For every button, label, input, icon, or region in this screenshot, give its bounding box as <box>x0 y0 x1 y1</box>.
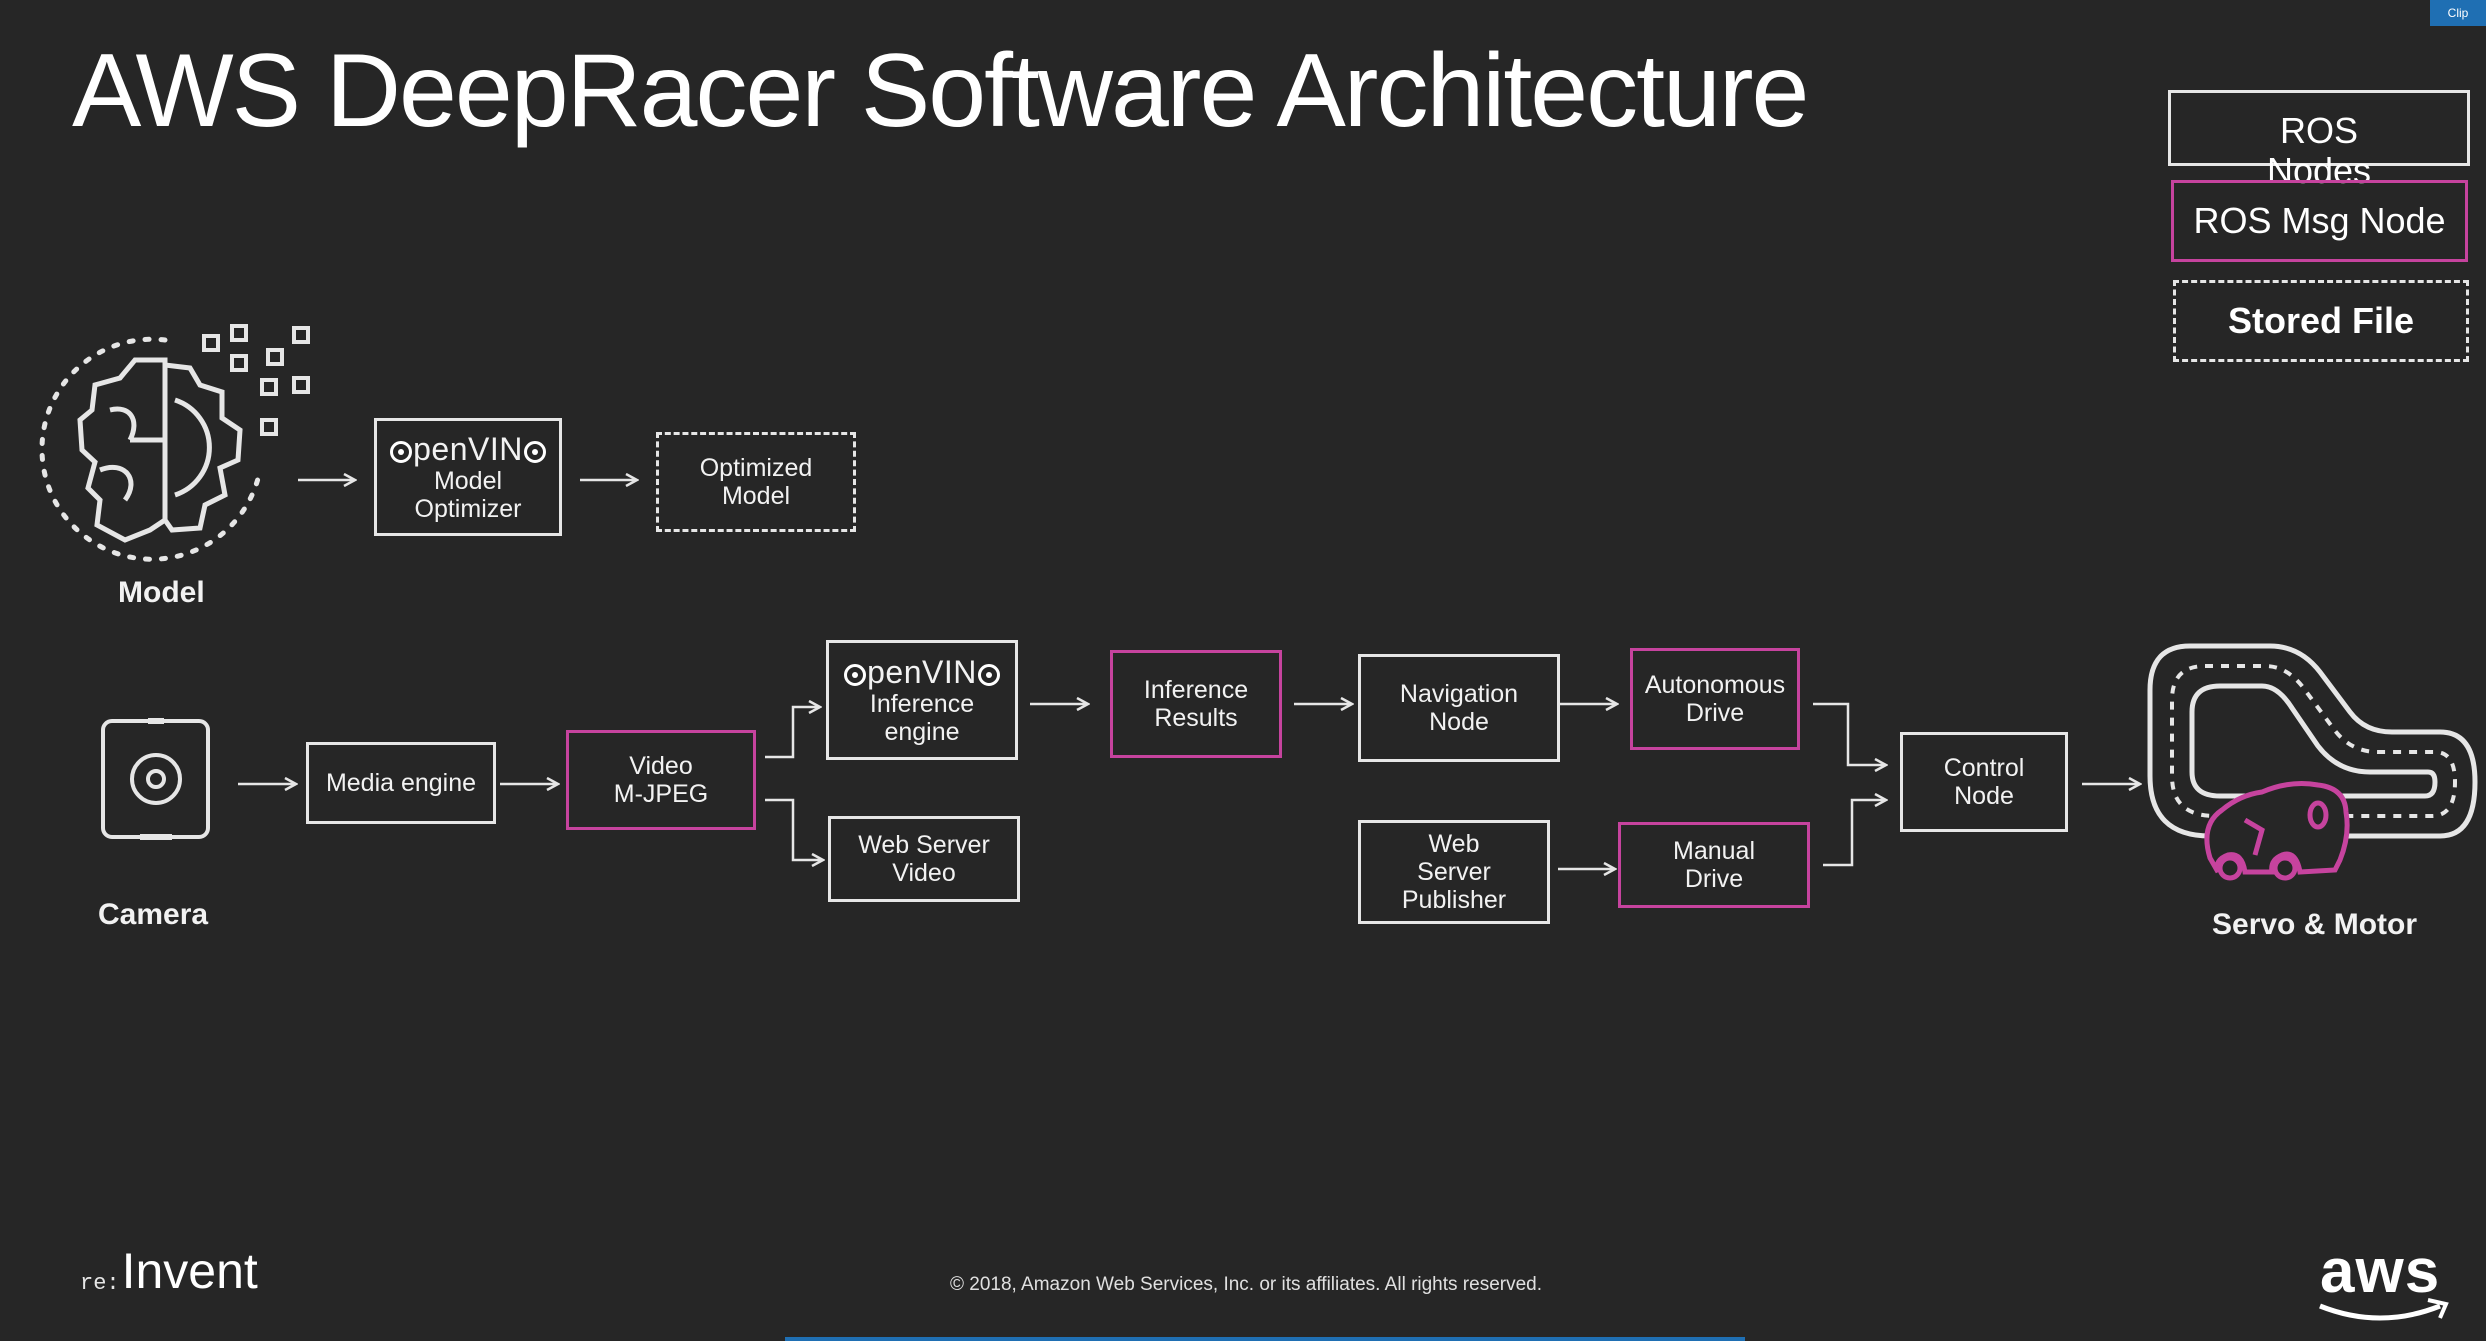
control-node-label: Control Node <box>1943 754 2025 810</box>
legend-ros-msg-node: ROS Msg Node <box>2171 180 2468 262</box>
model-optimizer-label: Model Optimizer <box>414 467 522 523</box>
arrow-video-to-webserver <box>765 798 823 860</box>
optimized-model-file: Optimized Model <box>656 432 856 532</box>
inference-results-msg: Inference Results <box>1110 650 1282 758</box>
mjpeg-label: M-JPEG <box>613 780 709 808</box>
aws-logo-text: aws <box>2320 1237 2441 1306</box>
legend-ros-msg-label: ROS Msg Node <box>2193 200 2446 241</box>
clip-button[interactable]: Clip <box>2430 0 2486 26</box>
reinvent-prefix: re: <box>80 1271 120 1296</box>
camera-icon <box>101 718 210 840</box>
aws-smile-arrow-icon <box>2427 1298 2449 1319</box>
openvino-inference-logo-text: penVIN <box>867 654 977 690</box>
video-label: Video <box>629 752 693 780</box>
arrow-video-to-inference <box>765 707 820 759</box>
legend-stored-file: Stored File <box>2173 280 2469 362</box>
servo-motor-label: Servo & Motor <box>2212 908 2418 941</box>
navigation-node: Navigation Node <box>1358 654 1560 762</box>
race-track-icon <box>2147 643 2478 839</box>
copyright-text: © 2018, Amazon Web Services, Inc. or its… <box>950 1274 1543 1295</box>
model-label: Model <box>118 576 205 609</box>
camera-label: Camera <box>98 898 209 931</box>
web-server-publisher-label: Web Server Publisher <box>1401 830 1507 914</box>
manual-drive-msg: Manual Drive <box>1618 822 1810 908</box>
openvino-logo: penVIN <box>390 431 546 467</box>
navigation-node-label: Navigation Node <box>1399 680 1519 736</box>
slide-progress-bar <box>785 1337 1745 1341</box>
media-engine-node: Media engine <box>306 742 496 824</box>
inference-engine-label: Inference engine <box>869 690 975 746</box>
reinvent-logo: re: Invent <box>80 1246 258 1296</box>
web-server-video-label: Web Server Video <box>858 831 990 887</box>
optimized-model-label: Optimized Model <box>699 454 813 510</box>
reinvent-text: Invent <box>121 1243 258 1299</box>
aws-logo: aws <box>2320 1236 2440 1307</box>
openvino-logo-inference: penVIN <box>844 654 1000 690</box>
web-server-publisher-node: Web Server Publisher <box>1358 820 1550 924</box>
autonomous-drive-label: Autonomous Drive <box>1644 671 1786 727</box>
openvino-model-optimizer: penVIN Model Optimizer <box>374 418 562 536</box>
legend-ros-nodes: ROS Nodes <box>2168 90 2470 191</box>
web-server-video-node: Web Server Video <box>828 816 1020 902</box>
video-mjpeg-msg: Video M-JPEG <box>566 730 756 830</box>
car-icon <box>2204 781 2350 881</box>
arrow-manual-to-control <box>1823 800 1886 867</box>
slide-title: AWS DeepRacer Software Architecture <box>72 33 1809 149</box>
media-engine-label: Media engine <box>325 769 477 797</box>
legend-ros-nodes-label: ROS Nodes <box>2266 110 2372 191</box>
brain-gear-icon <box>39 324 310 562</box>
aws-smile-icon <box>2319 1303 2441 1321</box>
autonomous-drive-msg: Autonomous Drive <box>1630 648 1800 750</box>
clip-label: Clip <box>2447 6 2469 20</box>
openvino-logo-text: penVIN <box>413 431 523 467</box>
inference-results-label: Inference Results <box>1143 676 1249 732</box>
arrow-autonomous-to-control <box>1813 702 1886 765</box>
legend-stored-file-label: Stored File <box>2227 300 2415 341</box>
control-node: Control Node <box>1900 732 2068 832</box>
manual-drive-label: Manual Drive <box>1673 837 1755 893</box>
openvino-inference-engine: penVIN Inference engine <box>826 640 1018 760</box>
